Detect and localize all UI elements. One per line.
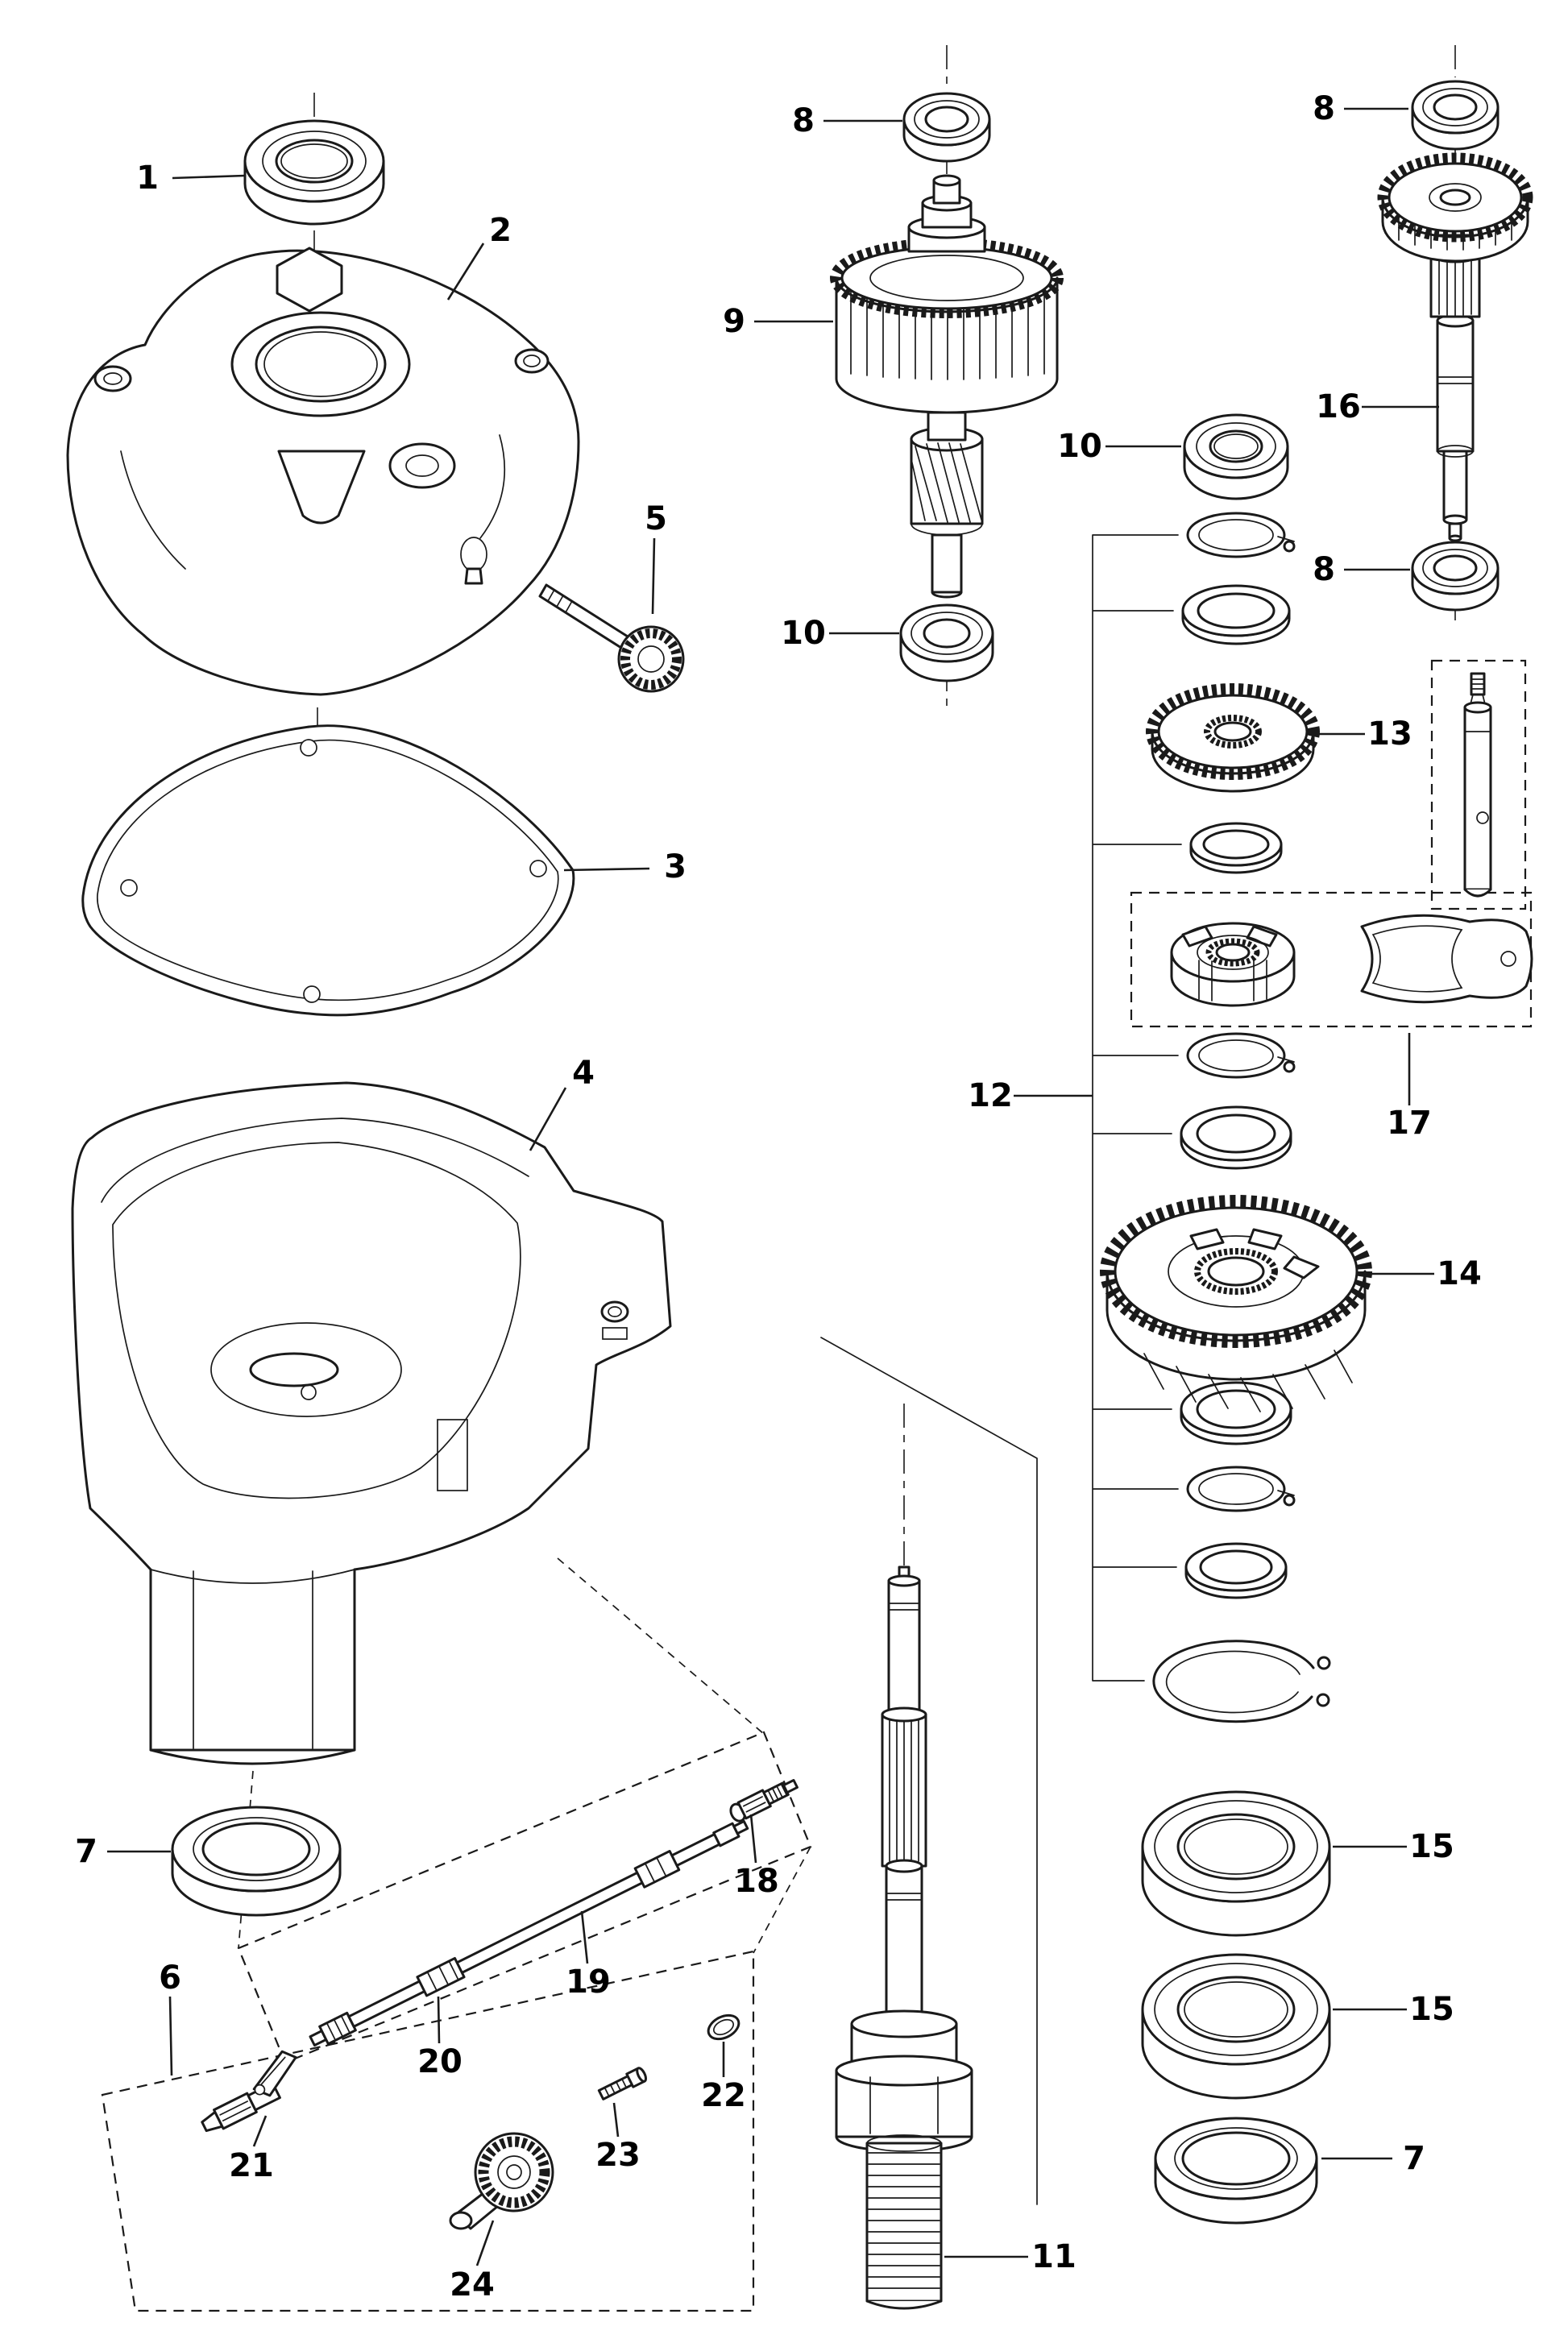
leader-4 [529, 1087, 567, 1151]
callout-5: 5 [645, 500, 667, 537]
callout-14: 14 [1437, 1255, 1482, 1292]
part-17-dog-clutch [1170, 922, 1296, 1007]
leader-lines [107, 107, 1439, 2266]
part-12-washer-3 [1180, 1105, 1292, 1170]
part-5-vent-screw [538, 583, 685, 693]
part-3-gasket [81, 724, 575, 1017]
part-12-snap-ring [1152, 1640, 1331, 1723]
part-8-bearing-mid-right [1411, 541, 1500, 612]
part-4-lower-housing [71, 1081, 672, 1765]
part-7-ring-right [1154, 2117, 1318, 2225]
detail-box-shift-pin [1430, 659, 1527, 910]
kit-box-tube [237, 1731, 812, 2064]
part-1-bearing [243, 119, 385, 226]
part-15-bearing-lower [1141, 1953, 1331, 2100]
callout-9: 9 [723, 303, 745, 340]
part-14-forward-gear [1100, 1195, 1372, 1412]
callout-17: 17 [1387, 1105, 1432, 1142]
callout-16: 16 [1316, 388, 1361, 425]
leader-2 [446, 243, 485, 301]
part-17-shift-pin [1463, 672, 1492, 898]
callout-10-center: 10 [781, 615, 826, 652]
leader-23 [612, 2102, 620, 2138]
callout-7-right: 7 [1403, 2140, 1425, 2177]
callout-23: 23 [595, 2137, 641, 2174]
part-13-gear [1146, 683, 1320, 793]
callout-19: 19 [566, 1964, 611, 2001]
callout-22: 22 [701, 2077, 746, 2114]
callout-10-right: 10 [1057, 428, 1102, 465]
part-24-knob [449, 2132, 554, 2230]
part-12-washer-5 [1184, 1542, 1288, 1599]
leader-24 [475, 2220, 495, 2266]
leader-1 [172, 174, 246, 180]
part-20-coupling [416, 1956, 466, 1997]
leader-3 [563, 867, 650, 872]
callout-24: 24 [450, 2266, 495, 2304]
part-9-pinion-gear-cluster [830, 174, 1064, 599]
callout-6: 6 [159, 1959, 181, 1997]
leader-21 [252, 2115, 268, 2147]
callout-8-mid-right: 8 [1313, 551, 1335, 588]
callout-11: 11 [1031, 2238, 1076, 2275]
part-12-washer-1 [1181, 584, 1291, 645]
leader-6 [168, 1996, 173, 2076]
part-12-circlip-1 [1186, 512, 1296, 558]
callout-8-top-center: 8 [792, 102, 815, 139]
callout-12: 12 [968, 1077, 1013, 1114]
part-15-bearing-upper [1141, 1790, 1331, 1937]
callout-15-lower: 15 [1409, 1991, 1454, 2028]
part-8-bearing-top-right [1411, 80, 1500, 151]
leader-18 [749, 1814, 757, 1864]
callout-4: 4 [572, 1055, 595, 1092]
callout-15-upper: 15 [1409, 1828, 1454, 1865]
part-12-washer-4 [1180, 1381, 1292, 1445]
callout-18: 18 [734, 1863, 779, 1900]
callout-8-top-right: 8 [1313, 90, 1335, 127]
part-12-circlip-3 [1186, 1466, 1296, 1512]
part-22-o-ring [707, 2013, 740, 2041]
callout-21: 21 [229, 2147, 274, 2184]
part-17-shift-fork [1360, 914, 1533, 1004]
callout-3: 3 [664, 848, 687, 885]
part-10-bearing-center [899, 603, 994, 682]
part-16-drive-shaft [1377, 152, 1533, 542]
callout-2: 2 [489, 212, 512, 249]
part-2-gear-housing-cover [66, 247, 580, 696]
part-12-circlip-2 [1186, 1032, 1296, 1079]
part-23-screw [597, 2067, 647, 2100]
part-8-bearing-top-center [902, 92, 991, 163]
leader-19 [580, 1910, 589, 1964]
part-18-fitting [729, 1779, 799, 1823]
callout-1: 1 [136, 160, 159, 197]
callout-20: 20 [417, 2043, 463, 2080]
kit-box-lower [101, 1950, 755, 2312]
leader-5 [651, 537, 656, 615]
part-19-tube-assembly [309, 1819, 749, 2047]
callout-7-left: 7 [75, 1833, 97, 1870]
callout-13: 13 [1367, 715, 1412, 753]
part-12-washer-2 [1189, 822, 1283, 874]
leader-20 [437, 1996, 441, 2044]
part-7-ring-left [171, 1806, 342, 1917]
part-11-propeller-shaft [835, 1565, 973, 2310]
part-21-valve [201, 2050, 297, 2133]
part-10-bearing-right [1183, 413, 1289, 500]
